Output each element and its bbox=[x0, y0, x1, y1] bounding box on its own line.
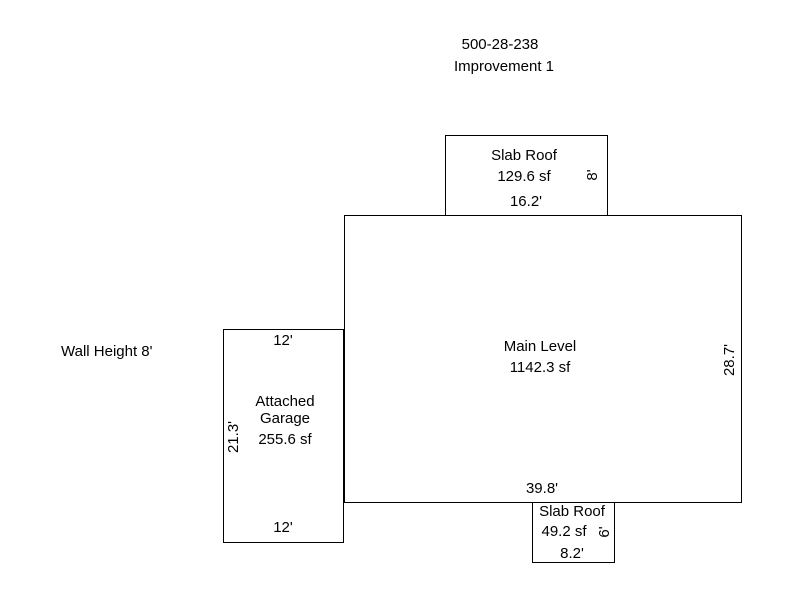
garage-depth: 21.3' bbox=[225, 420, 242, 454]
slab-roof-bottom-title: Slab Roof bbox=[539, 503, 605, 520]
slab-roof-top-title: Slab Roof bbox=[491, 147, 557, 164]
garage-area: 255.6 sf bbox=[258, 431, 312, 448]
slab-roof-top-width: 16.2' bbox=[509, 193, 543, 210]
improvement-label: Improvement 1 bbox=[453, 58, 555, 75]
garage-width-bottom: 12' bbox=[273, 519, 293, 536]
garage-outline bbox=[223, 329, 344, 543]
slab-roof-bottom-area: 49.2 sf bbox=[541, 523, 587, 540]
slab-roof-bottom-width: 8.2' bbox=[560, 545, 584, 562]
main-level-title: Main Level bbox=[503, 338, 577, 355]
main-level-width: 39.8' bbox=[525, 480, 559, 497]
slab-roof-top-area: 129.6 sf bbox=[497, 168, 551, 185]
slab-roof-bottom-outline bbox=[532, 502, 615, 563]
garage-width-top: 12' bbox=[273, 332, 293, 349]
slab-roof-top-depth: 8' bbox=[584, 169, 601, 181]
wall-height-note: Wall Height 8' bbox=[61, 343, 153, 360]
garage-title-line1: Attached bbox=[255, 393, 315, 410]
parcel-number: 500-28-238 bbox=[461, 36, 539, 53]
main-level-area: 1142.3 sf bbox=[509, 359, 571, 376]
garage-title-line2: Garage bbox=[259, 410, 311, 427]
main-level-depth: 28.7' bbox=[721, 343, 738, 377]
slab-roof-bottom-depth: 6' bbox=[596, 526, 613, 538]
